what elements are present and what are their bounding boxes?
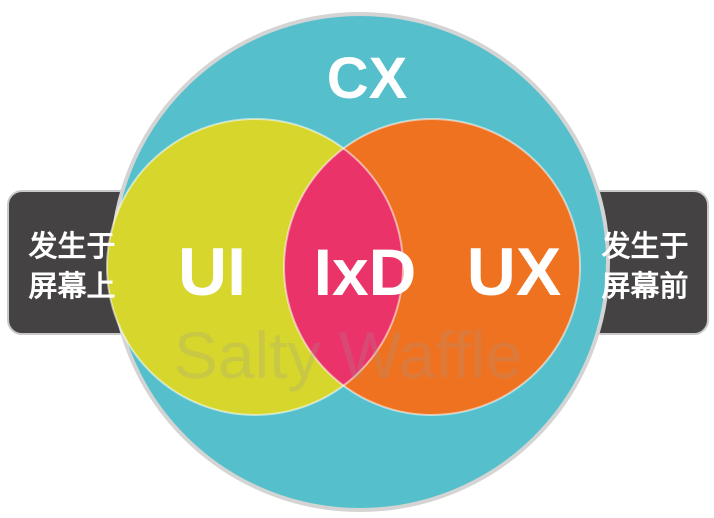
ux-circle-outline bbox=[283, 118, 581, 416]
right-side-text-line-1: 发生于 bbox=[600, 229, 688, 263]
ixd-label: IxD bbox=[314, 235, 417, 309]
ui-label: UI bbox=[178, 234, 246, 310]
ixd-intersection bbox=[284, 119, 403, 415]
left-side-text-line-1: 发生于 bbox=[27, 229, 115, 263]
ux-label: UX bbox=[467, 234, 561, 310]
left-side-text-line-2: 屏幕上 bbox=[28, 269, 115, 303]
watermark-text: Salty Waffle bbox=[174, 318, 522, 392]
right-side-text-line-2: 屏幕前 bbox=[601, 269, 688, 303]
cx-label: CX bbox=[327, 46, 408, 111]
ui-circle-outline bbox=[106, 118, 404, 416]
